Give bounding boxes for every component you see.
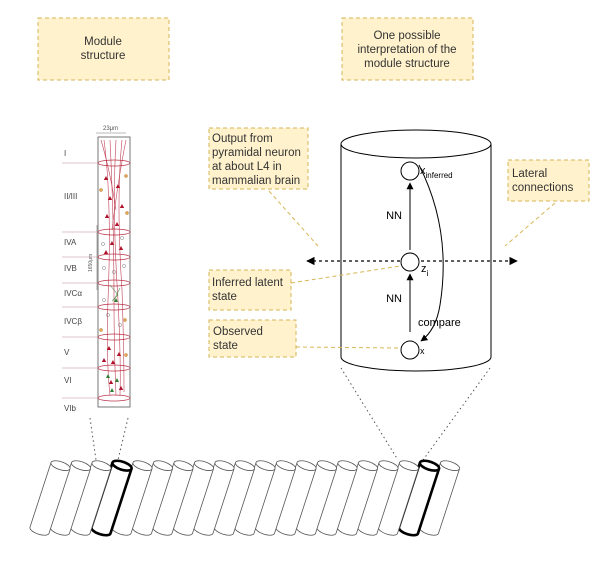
lateral-line-1: Lateral (512, 168, 547, 180)
interpretation-line-3: module structure (364, 58, 450, 70)
interpretation-note: One possible interpretation of the modul… (341, 17, 474, 81)
inferred-note-leader (290, 265, 401, 284)
output-note-leader (268, 190, 319, 247)
output-note: Output from pyramidal neuron at about L4… (208, 127, 309, 190)
observed-note-leader (295, 346, 401, 349)
lateral-note-leader (504, 202, 556, 247)
svg-text:zi: zi (421, 263, 429, 278)
module-structure-note: Module structure (37, 17, 170, 81)
layer-label-VI: VI (64, 376, 72, 385)
output-line-4: mammalian brain (212, 175, 300, 187)
layer-label-IVCbeta: IVCβ (64, 317, 82, 326)
observed-note: Observed state (208, 319, 297, 358)
layer-label-V: V (64, 348, 70, 357)
layer-label-I: I (64, 149, 66, 158)
column (29, 460, 71, 536)
layer-label-VIb: VIb (64, 404, 77, 413)
column (419, 460, 460, 536)
module-structure-line-2: structure (81, 50, 126, 62)
column (337, 460, 378, 536)
cortical-column-row (29, 459, 460, 537)
inferred-latent-line-2: state (212, 291, 237, 303)
z-latent-node: zi (400, 252, 429, 278)
interpretation-line-1: One possible (373, 30, 440, 42)
column (193, 460, 235, 536)
zoom-connector-left (89, 417, 129, 461)
inferred-latent-line-1: Inferred latent (212, 277, 284, 289)
zoom-connector-right (340, 367, 491, 461)
inferred-latent-note: Inferred latent state (208, 269, 292, 311)
nn-lower-label: NN (386, 293, 402, 305)
compare-arrow (418, 164, 444, 342)
x-observed-node: x (400, 340, 425, 360)
svg-text:xinferred: xinferred (420, 165, 453, 180)
column (50, 460, 91, 536)
scale-top-label: 23μm (103, 126, 118, 132)
module-structure-line-1: Module (84, 36, 122, 48)
output-line-1: Output from (212, 133, 273, 145)
cortical-column-figure: 23μm 1650μm (62, 126, 131, 413)
layer-label-IVCalpha: IVCα (64, 289, 82, 298)
nn-upper-label: NN (386, 210, 402, 222)
observed-line-2: state (213, 340, 238, 352)
output-line-3: at about L4 in (212, 161, 282, 173)
scale-side-label: 1650μm (88, 254, 94, 272)
layer-label-IVB: IVB (64, 264, 77, 273)
lateral-line-2: connections (512, 182, 574, 194)
column (255, 460, 296, 536)
x-inferred-node: xinferred (400, 161, 453, 181)
layer-label-II-III: II/III (64, 192, 77, 201)
layer-label-IVA: IVA (64, 238, 77, 247)
compare-label: compare (418, 317, 461, 329)
interpretation-line-2: interpretation of the (357, 44, 456, 56)
svg-text:x: x (420, 346, 425, 356)
lateral-note: Lateral connections (507, 159, 590, 202)
output-line-2: pyramidal neuron (212, 147, 301, 159)
observed-line-1: Observed (213, 326, 263, 338)
